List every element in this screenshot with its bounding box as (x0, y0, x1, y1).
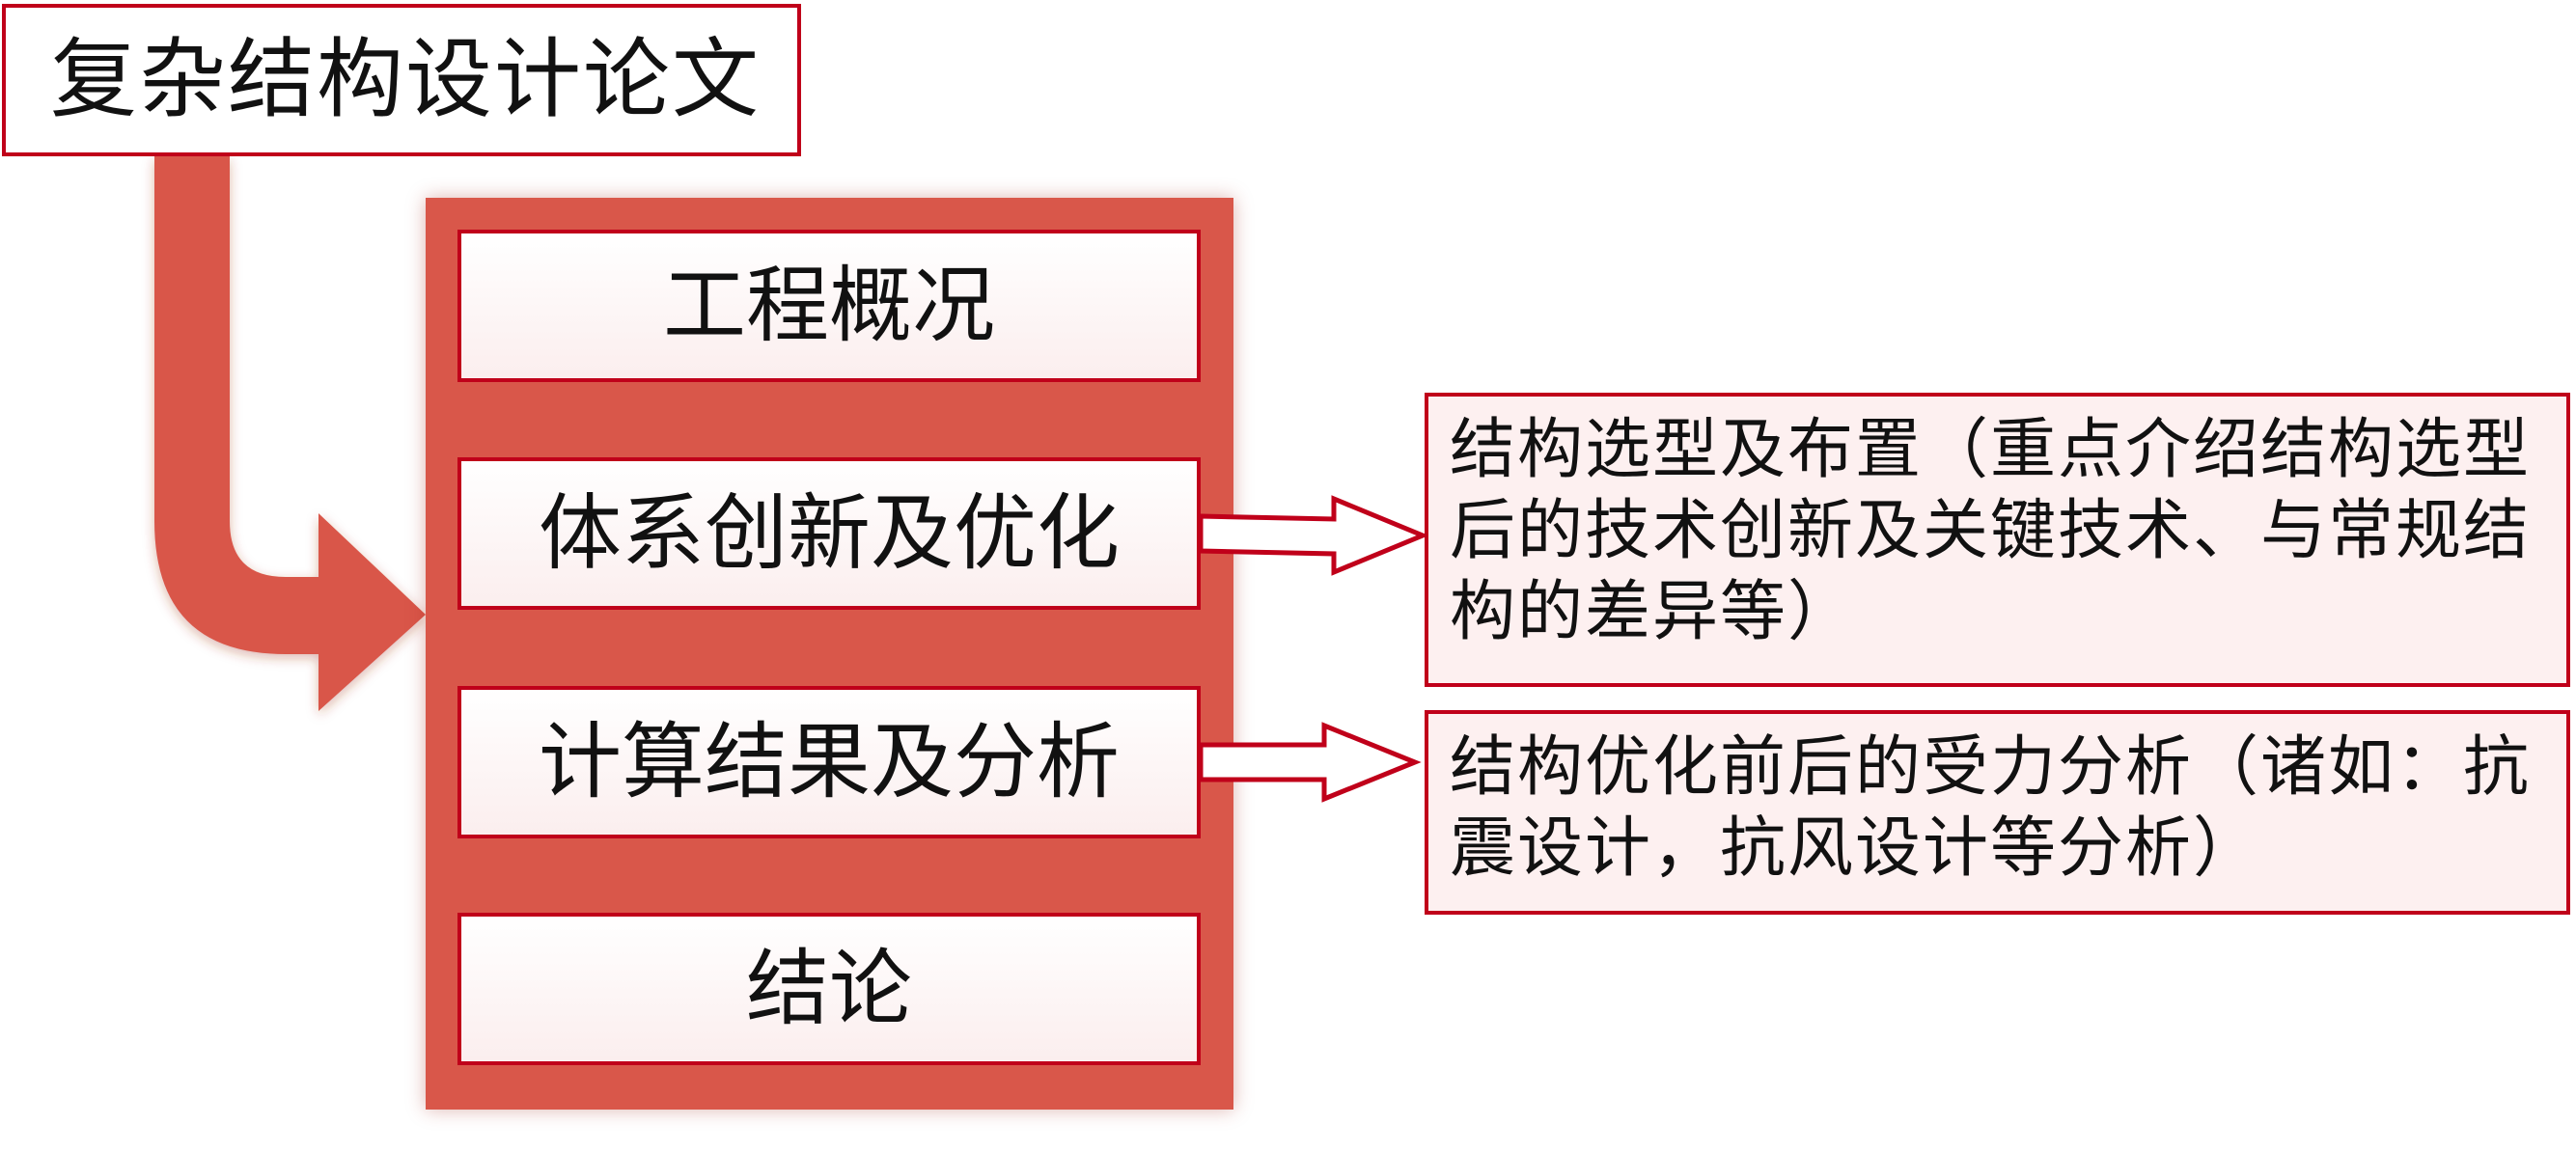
detail-text: 结构优化前后的受力分析（诸如：抗震设计，抗风设计等分析） (1450, 729, 2532, 887)
step-box-analysis: 计算结果及分析 (457, 686, 1201, 838)
detail-box-force-analysis: 结构优化前后的受力分析（诸如：抗震设计，抗风设计等分析） (1425, 710, 2570, 915)
step-box-overview: 工程概况 (457, 230, 1201, 382)
step-box-conclusion: 结论 (457, 913, 1201, 1065)
step-box-innovation: 体系创新及优化 (457, 457, 1201, 610)
diagram-title: 复杂结构设计论文 (50, 29, 761, 130)
step-label: 结论 (746, 941, 912, 1037)
step-label: 工程概况 (663, 258, 995, 354)
arrow-to-detail-1 (1198, 495, 1429, 576)
detail-text: 结构选型及布置（重点介绍结构选型后的技术创新及关键技术、与常规结构的差异等） (1450, 412, 2532, 650)
arrow-to-detail-2 (1198, 722, 1422, 803)
diagram-title-box: 复杂结构设计论文 (2, 4, 801, 156)
curved-arrow-shape (154, 156, 426, 711)
step-label: 体系创新及优化 (539, 485, 1120, 582)
detail-box-structure-selection: 结构选型及布置（重点介绍结构选型后的技术创新及关键技术、与常规结构的差异等） (1425, 393, 2570, 687)
step-label: 计算结果及分析 (539, 714, 1120, 810)
